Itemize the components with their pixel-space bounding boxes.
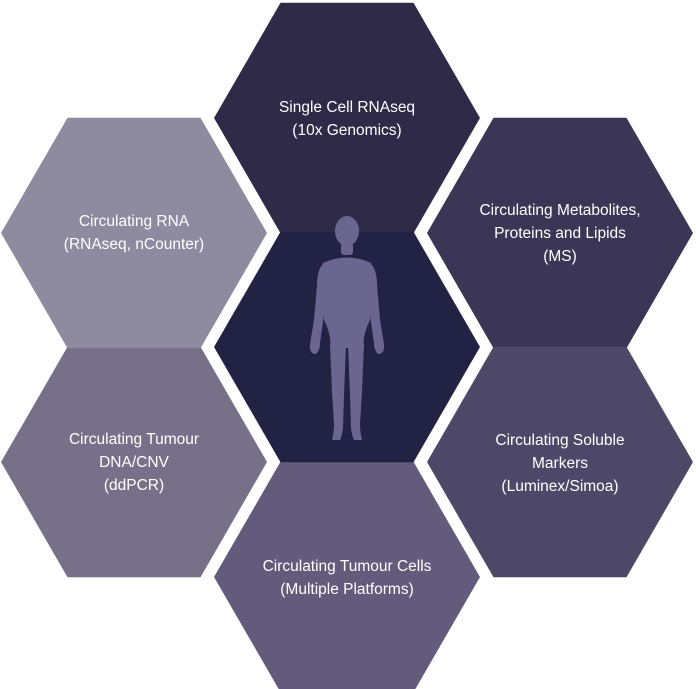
hexagon-metabolites (427, 117, 693, 349)
hexagon-label-line: Single Cell RNAseq (278, 99, 416, 116)
hexagon-label-line: (10x Genomics) (292, 122, 402, 139)
hexagon-label-line: (MS) (543, 248, 577, 265)
hexagon-label-tumour-cells: Circulating Tumour Cells (Multiple Platfo… (227, 555, 467, 601)
hexagon-circulating-rna (1, 117, 267, 349)
hexagon-label-line: DNA/CNV (99, 454, 169, 471)
hexagon-label-line: Circulating Tumour (68, 431, 200, 448)
hexagon-label-line: Circulating Soluble (495, 432, 625, 449)
hexagon-label-line: Markers (532, 455, 588, 472)
hexagon-label-line: (RNAseq, nCounter) (63, 236, 205, 253)
hexagon-tumour-cells (214, 461, 480, 689)
hexagon-single-cell (214, 2, 480, 234)
human-figure-icon (309, 216, 385, 440)
hexagon-soluble-markers (427, 346, 693, 578)
hexagon-label-line: (Luminex/Simoa) (501, 478, 619, 495)
hexagon-label-line: (Multiple Platforms) (280, 581, 414, 598)
hexagon-label-metabolites: Circulating Metabolites, Proteins and Lip… (440, 199, 680, 268)
hexagon-label-line: Circulating Tumour Cells (262, 558, 432, 575)
hexagon-tumour-dna (1, 346, 267, 578)
hexagon-label-circulating-rna: Circulating RNA (RNAseq, nCounter) (14, 210, 254, 256)
hexagon-label-line: Circulating RNA (78, 213, 190, 230)
hexagon-label-line: Proteins and Lipids (494, 225, 626, 242)
hexagon-label-line: (ddPCR) (103, 477, 165, 494)
hexagon-label-line: Circulating Metabolites, (479, 202, 641, 219)
hexagon-label-single-cell: Single Cell RNAseq (10x Genomics) (227, 96, 467, 142)
